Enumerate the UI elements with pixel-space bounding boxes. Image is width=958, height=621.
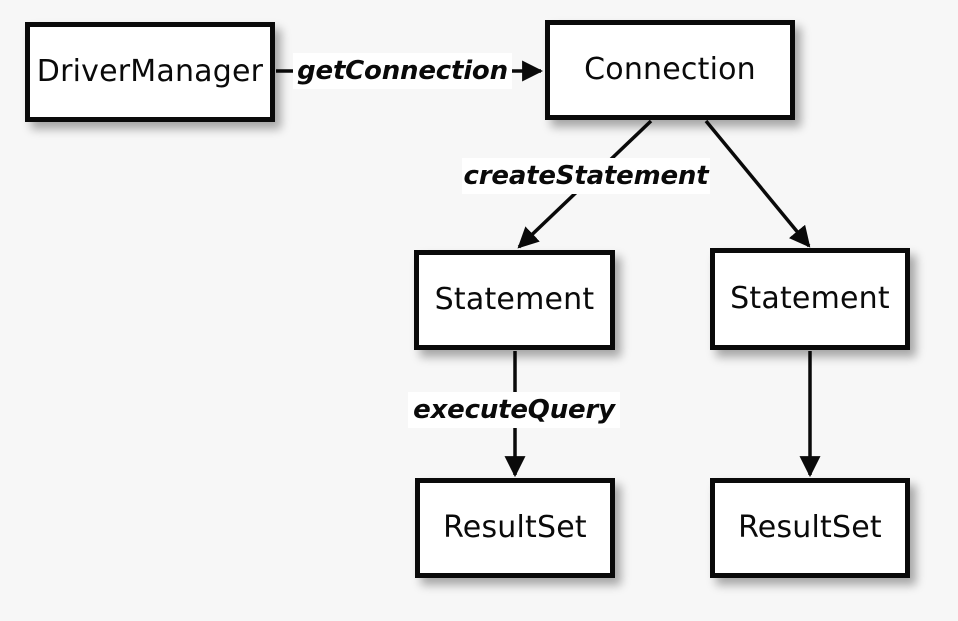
node-resultset-left[interactable]: ResultSet (415, 478, 615, 578)
edge-label-create-statement: createStatement (462, 158, 710, 194)
node-statement-right[interactable]: Statement (710, 248, 910, 350)
node-driver-manager-label: DriverManager (36, 54, 264, 89)
node-resultset-left-label: ResultSet (443, 510, 587, 545)
node-resultset-right[interactable]: ResultSet (710, 478, 910, 578)
node-statement-right-label: Statement (730, 281, 890, 316)
node-statement-left-label: Statement (434, 282, 595, 317)
node-driver-manager[interactable]: DriverManager (25, 22, 275, 122)
edge-label-get-connection: getConnection (293, 53, 512, 89)
edge-label-execute-query: executeQuery (408, 392, 620, 428)
node-statement-left[interactable]: Statement (414, 250, 615, 350)
node-resultset-right-label: ResultSet (738, 510, 882, 545)
edge-create-statement-right-line (704, 119, 811, 248)
node-connection[interactable]: Connection (545, 20, 795, 120)
node-connection-label: Connection (584, 52, 756, 87)
